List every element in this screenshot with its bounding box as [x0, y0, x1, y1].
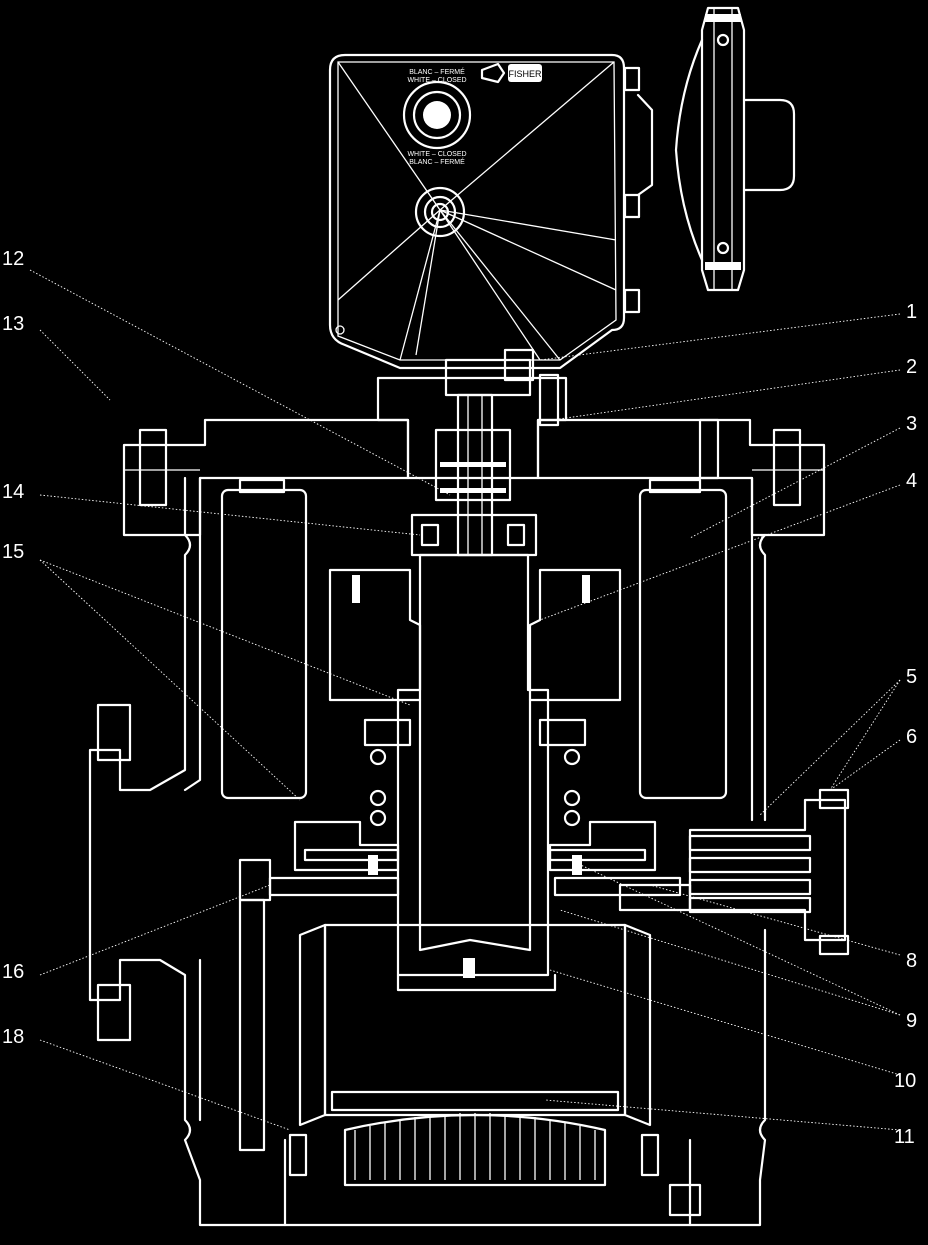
cover-marking-bottom: WHITE – CLOSED: [407, 151, 466, 158]
handwheel: [674, 6, 796, 292]
seal-assembly-left: [293, 718, 412, 875]
callout-3: 3: [906, 413, 917, 435]
callout-16: 16: [2, 961, 24, 983]
callout-2: 2: [906, 356, 917, 378]
strainer-slots: [354, 1113, 596, 1180]
callout-10: 10: [894, 1070, 916, 1092]
side-cartridge: [618, 788, 850, 956]
cover-marking-bottom-2: BLANC – FERMÉ: [409, 157, 465, 166]
actuator-cover: BLANC – FERMÉ WHITE – CLOSED WHITE – CLO…: [328, 53, 654, 370]
callout-8: 8: [906, 950, 917, 972]
valve-body: [88, 476, 767, 1227]
callout-13: 13: [2, 313, 24, 335]
lower-cage: [238, 898, 660, 1187]
brand-logo: FISHER: [480, 62, 542, 84]
callout-12: 12: [2, 248, 24, 270]
callout-15: 15: [2, 541, 24, 563]
callout-6: 6: [906, 726, 917, 748]
support-plate: [238, 858, 682, 902]
leader-lines: [29, 269, 901, 1131]
central-shaft: [396, 553, 557, 992]
callout-4: 4: [906, 470, 917, 492]
seal-assembly-right: [538, 718, 657, 875]
cover-marking-top: BLANC – FERMÉ: [409, 67, 465, 76]
bonnet: [122, 418, 826, 537]
cover-marking-top-2: WHITE – CLOSED: [407, 77, 466, 84]
callout-11: 11: [894, 1126, 915, 1148]
callout-9: 9: [906, 1010, 917, 1032]
callout-18: 18: [2, 1026, 24, 1048]
callout-5: 5: [906, 666, 917, 688]
inner-housings: [220, 478, 728, 800]
callout-14: 14: [2, 481, 24, 503]
callout-labels: 1 2 3 4 5 6 8 9 10 11 12 13 14 15 16 18: [2, 248, 917, 1148]
brand-name: FISHER: [508, 69, 542, 79]
callout-1: 1: [906, 301, 917, 323]
